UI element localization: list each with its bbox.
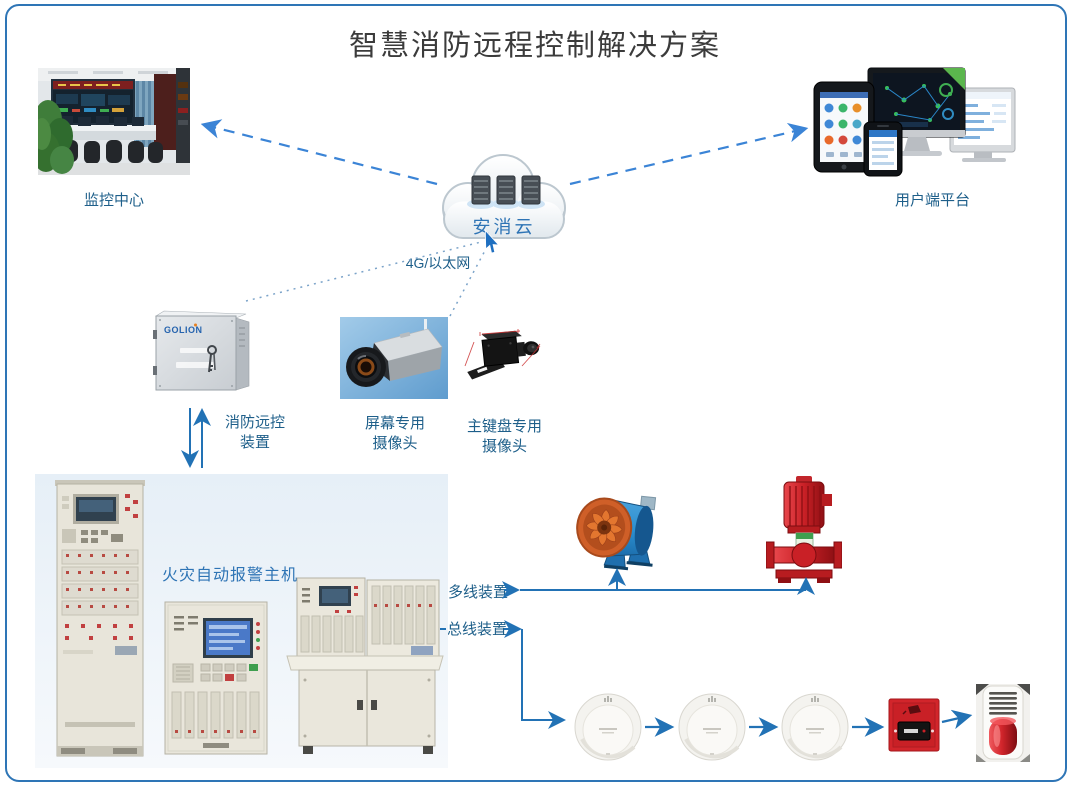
monitoring-center-label: 监控中心 <box>83 192 144 209</box>
plant-icon <box>38 100 74 174</box>
smoke-detector-icon <box>574 693 642 761</box>
key-icon <box>207 345 217 373</box>
monitoring-center-image <box>38 68 190 175</box>
cloud-icon: 安消云 <box>442 154 566 239</box>
smoke-detector <box>676 691 748 763</box>
cloud-label: 安消云 <box>473 217 536 237</box>
user-platform-label: 用户端平台 <box>894 192 970 209</box>
smoke-detector-icon <box>678 693 746 761</box>
diagram-title: 智慧消防远程控制解决方案 <box>348 30 721 62</box>
fire-fan-image <box>572 486 664 578</box>
page-border <box>5 4 1067 782</box>
vertical-pump-icon <box>766 476 842 583</box>
fire-alarm-host-image <box>35 474 448 768</box>
mounted-camera-icon <box>464 329 541 380</box>
call-point-icon <box>888 698 940 752</box>
server-icon <box>517 175 545 209</box>
bus-device-label: 总线装置 <box>447 621 508 638</box>
keyboard-camera-label: 主键盘专用 摄像头 <box>466 418 542 455</box>
multi-line-device-label: 多线装置 <box>448 584 509 601</box>
user-platform-image <box>812 66 1017 178</box>
server-icon <box>492 175 520 209</box>
screen-camera-label: 屏幕专用 摄像头 <box>364 415 425 452</box>
alarm-sounder-image <box>976 684 1030 762</box>
brand-text: GOLION <box>164 325 203 335</box>
control-cabinet-icon: GOLION <box>153 310 250 391</box>
screen-camera-image <box>340 317 448 399</box>
sounder-strobe-icon <box>976 684 1030 762</box>
keyboard-camera-image <box>460 328 550 394</box>
manual-call-point-image <box>888 698 940 752</box>
network-link-label: 4G/以太网 <box>405 255 471 271</box>
fire-pump-image <box>766 476 842 586</box>
alarm-panels-icon <box>35 474 448 768</box>
axial-fan-icon <box>576 495 657 571</box>
fire-alarm-host-label: 火灾自动报警主机 <box>162 567 299 584</box>
devices-icon <box>813 67 1016 177</box>
remote-control-label: 消防远控 装置 <box>224 414 285 451</box>
server-icon <box>467 175 495 209</box>
smoke-detector <box>779 691 851 763</box>
smoke-detector-icon <box>781 693 849 761</box>
smoke-detector <box>572 691 644 763</box>
box-camera-icon <box>340 317 448 399</box>
cloud-platform: 安消云 <box>428 148 578 248</box>
control-room-icon <box>38 68 190 175</box>
remote-control-box-image: GOLION <box>148 300 264 402</box>
